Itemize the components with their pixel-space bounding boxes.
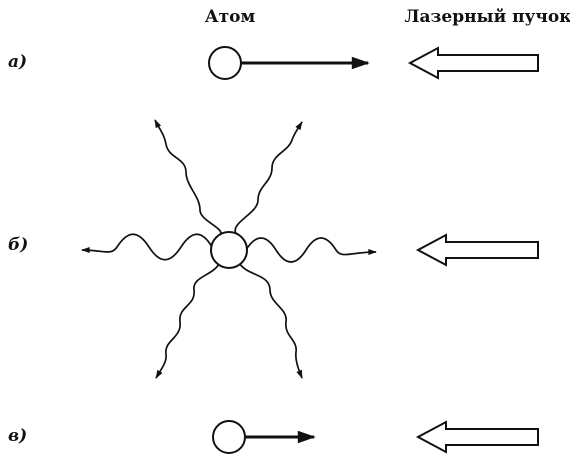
photon-wave-right [245, 237, 377, 263]
atom-circle-b [210, 231, 248, 269]
row-label-a: а) [8, 52, 27, 72]
photon-wave-upper-right [234, 121, 303, 235]
atom-circle-a [208, 46, 242, 80]
laser-arrow-b [415, 233, 539, 267]
row-label-v: в) [8, 426, 27, 446]
photon-wave-lower-right [239, 263, 303, 379]
row-label-b: б) [8, 235, 28, 255]
row-b-group [81, 119, 539, 379]
atom-header: Атом [205, 7, 256, 27]
row-v-group [212, 420, 539, 454]
laser-arrow-v [415, 420, 539, 454]
photon-wave-lower-left [155, 261, 221, 379]
photon-wave-left [81, 233, 213, 261]
laser-header: Лазерный пучок [405, 7, 570, 27]
photon-wave-upper-left [154, 119, 223, 239]
atom-circle-v [212, 420, 246, 454]
laser-arrow-a [407, 46, 539, 80]
row-a-group [208, 46, 539, 80]
